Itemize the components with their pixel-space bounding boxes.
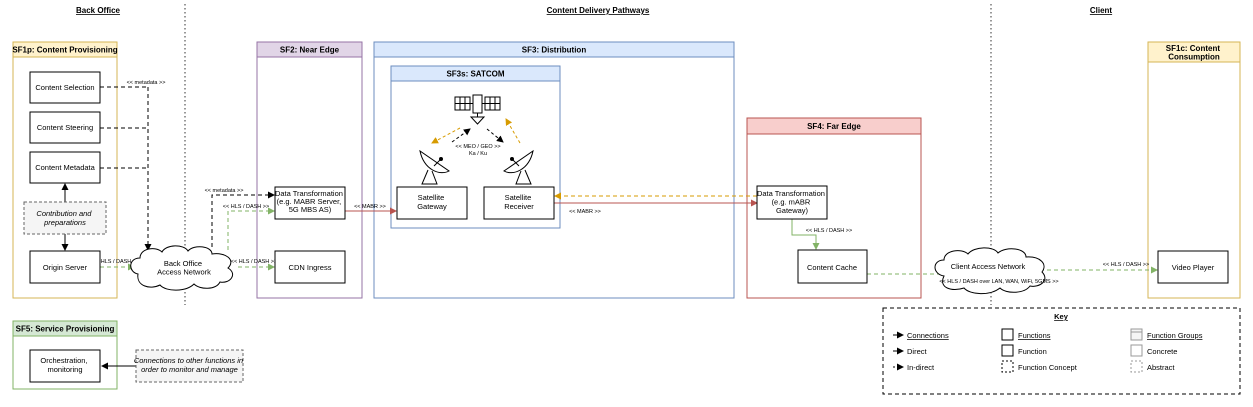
content-selection-label: Content Selection [35,83,94,92]
content-steering-label: Content Steering [37,123,93,132]
function-data-transformation-far-edge: Data Transformation (e.g. mABR Gateway) [756,185,828,220]
function-video-player: Video Player [1157,250,1229,284]
group-sf3s: SF3s: SATCOM [390,65,561,229]
label-hls-dash-5: << HLS / DASH >> [1103,262,1149,268]
key-function-concept: Function Concept [1018,363,1078,372]
link-back-office-to-data-transformation-hls [227,207,275,250]
function-cdn-ingress: CDN Ingress [274,250,346,284]
function-content-selection: Content Selection [29,71,101,104]
satellite-icon [454,94,501,125]
key-connections: Connections [907,331,949,340]
client-access-network-cloud: Client Access Network [934,247,1046,295]
function-content-metadata: Content Metadata [29,151,101,184]
link-gateway-dish-to-satellite [451,128,471,143]
back-office-access-network-cloud: Back Office Access Network [130,245,233,291]
label-hls-dash-3: << HLS / DASH >> [231,259,277,265]
cdn-ingress-label: CDN Ingress [289,263,332,272]
link-receiver-dish-to-satellite [505,118,521,144]
function-orchestration-monitoring: Orchestration, monitoring [29,349,101,383]
label-metadata-2: << metadata >> [205,188,244,194]
link-back-office-to-data-transformation-metadata [211,191,275,247]
label-meo-geo: << MEO / GEO >> [455,144,500,150]
key-legend: Key Connections Direct In-direct Functio… [882,307,1241,395]
key-function: Function [1018,347,1047,356]
receiver-dish-icon [503,149,534,185]
function-content-cache: Content Cache [797,249,868,284]
label-hls-dash-2: << HLS / DASH >> [223,204,269,210]
section-content-delivery-pathways: Content Delivery Pathways [547,6,650,15]
function-data-transformation-near-edge: Data Transformation (e.g. MABR Server, 5… [274,186,346,220]
label-hls-dash-1: << HLS / DASH >> [93,259,139,265]
key-title: Key [1054,312,1069,321]
data-transformation-2-label: Data Transformation (e.g. mABR Gateway) [757,189,827,215]
content-cache-label: Content Cache [807,263,857,272]
label-metadata-1: << metadata >> [127,80,166,86]
key-functions: Functions [1018,331,1051,340]
section-back-office: Back Office [76,6,121,15]
group-sf1p-title: SF1p: Content Provisioning [12,46,117,55]
data-transformation-1-label: Data Transformation (e.g. MABR Server, 5… [275,189,345,214]
gateway-dish-icon [419,149,450,185]
video-player-label: Video Player [1172,263,1215,272]
key-function-groups: Function Groups [1147,331,1203,340]
function-contribution-concept: Contribution and preparations [23,201,107,235]
function-content-steering: Content Steering [29,111,101,144]
label-ka-ku: Ka / Ku [469,151,487,157]
link-metadata-to-back-office-network [100,86,152,251]
origin-server-label: Origin Server [43,263,88,272]
label-hls-dash-4: << HLS / DASH >> [806,228,852,234]
satellite-receiver-label: Satellite Receiver [504,193,534,211]
group-sf1c-title: SF1c: Content Consumption [1166,44,1222,62]
satellite-gateway-label: Satellite Gateway [417,193,447,211]
connections-note: Connections to other functions in order … [134,349,245,383]
group-sf3-title: SF3: Distribution [522,46,587,55]
function-origin-server: Origin Server [29,250,101,284]
contribution-label: Contribution and preparations [36,209,93,227]
group-sf4-title: SF4: Far Edge [807,122,861,131]
group-sf2-title: SF2: Near Edge [280,46,340,55]
label-mabr-1: << MABR >> [354,204,386,210]
client-access-network-label: Client Access Network [951,262,1026,271]
content-metadata-label: Content Metadata [35,163,95,172]
label-client-network-protocols: << HLS / DASH over LAN, WAN, WiFi, 5GMS … [939,279,1058,285]
key-direct: Direct [907,347,928,356]
link-data-transformation-2-to-content-cache [791,219,820,250]
group-sf3s-title: SF3s: SATCOM [446,70,504,79]
group-sf5-title: SF5: Service Provisioning [16,325,115,334]
connections-note-label: Connections to other functions in order … [134,356,245,374]
back-office-network-label: Back Office Access Network [157,259,211,277]
key-indirect: In-direct [907,363,935,372]
label-mabr-2: << MABR >> [569,209,601,215]
function-satellite-gateway: Satellite Gateway [396,186,468,220]
orchestration-label: Orchestration, monitoring [40,356,89,374]
link-satellite-to-receiver-dish [486,128,504,143]
section-client: Client [1090,6,1113,15]
key-concrete: Concrete [1147,347,1177,356]
key-abstract: Abstract [1147,363,1175,372]
function-satellite-receiver: Satellite Receiver [483,186,555,220]
